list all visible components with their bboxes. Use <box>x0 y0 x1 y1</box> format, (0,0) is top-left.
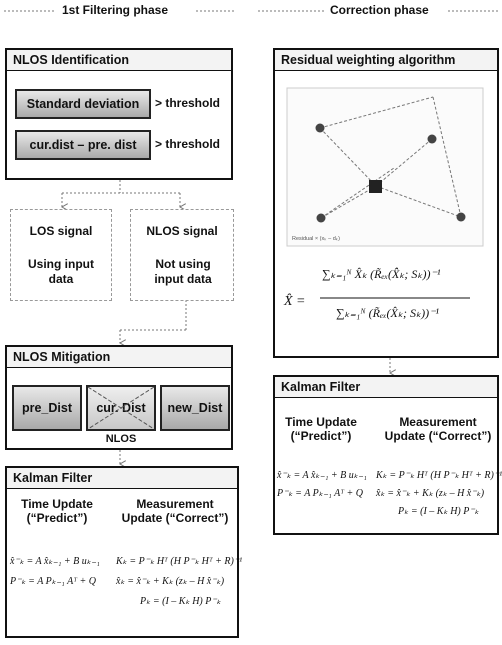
pre-dist-block: pre_Dist <box>12 385 82 431</box>
kalman-left-eq-time-1: x̂⁻ₖ = A x̂ₖ₋₁ + B uₖ₋₁ <box>10 556 100 567</box>
threshold-label-1: > threshold <box>155 96 221 110</box>
kalman-left-measurement-update: Measurement Update (“Correct”) <box>121 497 229 525</box>
kalman-left-eq-meas-3: Pₖ = (I – Kₖ H) P⁻ₖ <box>140 596 221 607</box>
standard-deviation-criterion: Standard deviation <box>15 89 151 119</box>
kalman-right-eq-meas-1: Kₖ = P⁻ₖ Hᵀ (H P⁻ₖ Hᵀ + R)⁻¹ <box>376 470 502 481</box>
kalman-left-eq-meas-2: x̂ₖ = x̂⁻ₖ + Kₖ (zₖ – H x̂⁻ₖ) <box>116 576 225 587</box>
nlos-signal-box: NLOS signal <box>130 209 234 301</box>
kalman-right-measurement-update: Measurement Update (“Correct”) <box>384 415 492 443</box>
residual-formula-numerator: ∑ₖ₌₁ᴺ X̂ₖ (R̃ₑₓ(X̂̂ₖ; Sₖ))⁻¹ <box>322 267 441 281</box>
los-signal-title: LOS signal <box>29 224 93 238</box>
nlos-mitigation-title: NLOS Mitigation <box>7 347 231 368</box>
new-dist-block: new_Dist <box>160 385 230 431</box>
kalman-filter-right-title: Kalman Filter <box>275 377 497 398</box>
nlos-signal-note: Not using input data <box>154 257 212 286</box>
threshold-label-2: > threshold <box>155 137 221 151</box>
nlos-caption: NLOS <box>105 433 137 445</box>
los-signal-box: LOS signal <box>10 209 112 301</box>
residual-weighting-title: Residual weighting algorithm <box>275 50 497 71</box>
kalman-right-eq-meas-2: x̂ₖ = x̂⁻ₖ + Kₖ (zₖ – H x̂⁻ₖ) <box>376 488 485 499</box>
distance-difference-criterion: cur.dist – pre. dist <box>15 130 151 160</box>
residual-formula-lhs: X̂ = <box>284 294 306 309</box>
kalman-left-eq-time-2: P⁻ₖ = A Pₖ₋₁ Aᵀ + Q <box>10 576 97 587</box>
kalman-right-eq-meas-3: Pₖ = (I – Kₖ H) P⁻ₖ <box>398 506 479 517</box>
kalman-filter-right-box: Kalman Filter <box>273 375 499 535</box>
kalman-right-eq-time-1: x̂⁻ₖ = A x̂ₖ₋₁ + B uₖ₋₁ <box>277 470 367 481</box>
los-signal-note: Using input data <box>28 257 94 286</box>
nlos-identification-title: NLOS Identification <box>7 50 231 71</box>
kalman-left-time-update: Time Update (“Predict”) <box>21 497 93 525</box>
residual-figure-note: Residual × (xₖ – dₖ) <box>292 236 340 242</box>
kalman-right-time-update: Time Update (“Predict”) <box>285 415 357 443</box>
kalman-filter-left-title: Kalman Filter <box>7 468 237 489</box>
correction-phase-title: Correction phase <box>330 3 429 17</box>
nlos-signal-title: NLOS signal <box>146 224 218 238</box>
kalman-left-eq-meas-1: Kₖ = P⁻ₖ Hᵀ (H P⁻ₖ Hᵀ + R)⁻¹ <box>116 556 243 567</box>
residual-formula-denominator: ∑ₖ₌₁ᴺ (R̃ₑₓ(X̂ₖ; Sₖ))⁻¹ <box>336 306 440 320</box>
kalman-right-eq-time-2: P⁻ₖ = A Pₖ₋₁ Aᵀ + Q <box>277 488 364 499</box>
filtering-phase-title: 1st Filtering phase <box>62 3 169 17</box>
kalman-filter-left-box: Kalman Filter <box>5 466 239 638</box>
